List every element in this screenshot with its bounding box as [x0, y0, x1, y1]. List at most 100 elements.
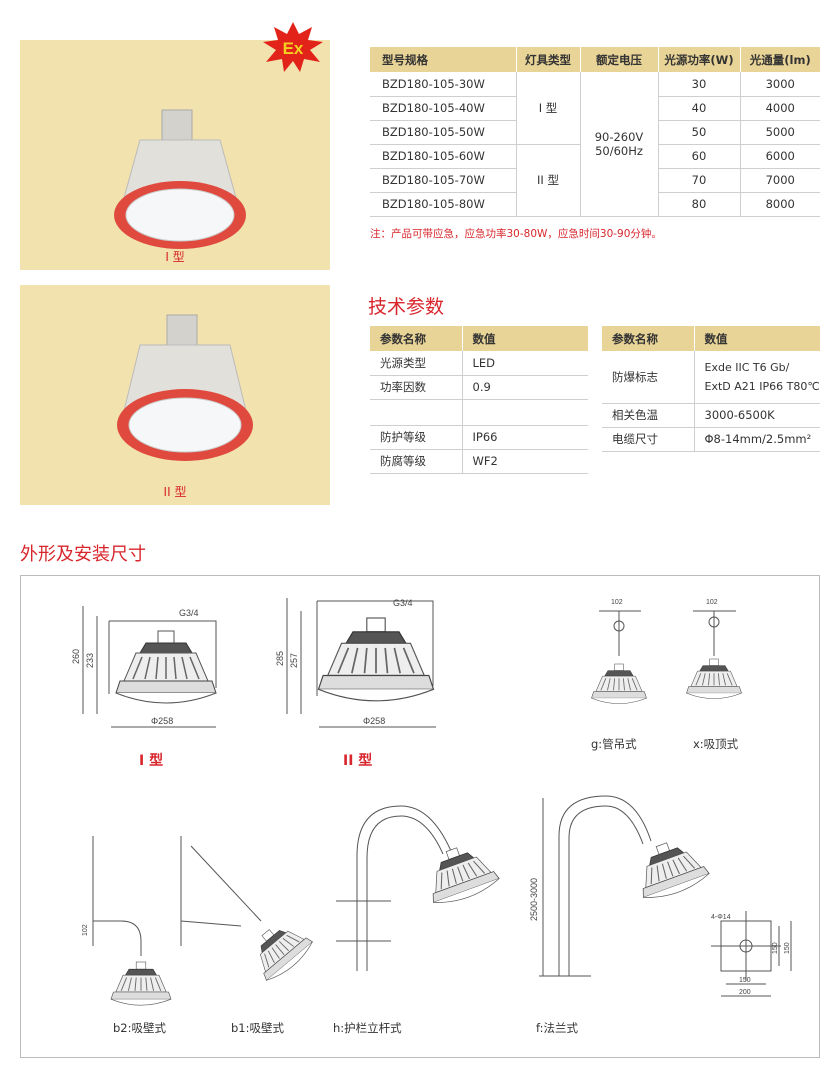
- flux-cell: 5000: [740, 120, 820, 145]
- g-x-drawings: [591, 610, 742, 705]
- power-cell: 60: [658, 144, 741, 169]
- type1-label: I 型: [139, 753, 164, 769]
- b2-label: b2:吸壁式: [113, 1021, 166, 1035]
- col-header: 灯具类型: [516, 47, 581, 72]
- model-cell: BZD180-105-60W: [370, 144, 517, 169]
- col-header: 额定电压: [580, 47, 659, 72]
- power-cell: 80: [658, 192, 741, 217]
- lamp-photo-icon: [117, 314, 253, 461]
- power-cell: 70: [658, 168, 741, 193]
- tech-title: 技术参数: [368, 296, 445, 318]
- dims-title: 外形及安装尺寸: [20, 544, 146, 565]
- dim-text: 233: [85, 653, 95, 668]
- flux-cell: 3000: [740, 72, 820, 97]
- dim-text: 150: [772, 942, 779, 954]
- spec-table: 型号规格 灯具类型 额定电压 光源功率(W) 光通量(lm) BZD180-10…: [370, 47, 820, 217]
- type1-drawing: [82, 606, 217, 728]
- spec-note: 注：产品可带应急，应急功率30-80W，应急时间30-90分钟。: [370, 228, 662, 240]
- flux-cell: 7000: [740, 168, 820, 193]
- dim-text: Φ258: [151, 716, 173, 726]
- dim-text: 4-Φ14: [711, 914, 731, 921]
- col-header: 光源功率(W): [658, 47, 741, 72]
- wall-mount-drawings: [92, 795, 792, 1006]
- param-value: Φ8-14mm/2.5mm²: [694, 427, 820, 452]
- param-name: [370, 399, 463, 426]
- dimension-drawings: 260 233 G3/4 Φ258 285 257 G3/4 Φ258 102 …: [71, 598, 792, 1006]
- dim-text: 102: [611, 599, 623, 606]
- param-name: 电缆尺寸: [602, 427, 695, 452]
- h-label: h:护栏立杆式: [333, 1021, 402, 1035]
- dim-text: Φ258: [363, 716, 385, 726]
- f-label: f:法兰式: [536, 1021, 579, 1035]
- ex-mark-line1: Exde IIC T6 Gb/: [704, 360, 790, 374]
- dim-text: 150: [739, 977, 751, 984]
- dim-text: 2500-3000: [529, 878, 539, 921]
- col-header: 数值: [462, 326, 588, 351]
- flux-cell: 6000: [740, 144, 820, 169]
- type2-drawing: [286, 598, 436, 728]
- dim-text: G3/4: [179, 608, 199, 618]
- power-cell: 50: [658, 120, 741, 145]
- col-header: 型号规格: [370, 47, 517, 72]
- dim-text: 285: [275, 651, 285, 666]
- x-label: x:吸顶式: [693, 737, 739, 751]
- ex-badge: Ex: [263, 22, 323, 72]
- param-value: 0.9: [462, 375, 588, 400]
- param-value: IP66: [462, 425, 588, 450]
- svg-text:Ex: Ex: [283, 39, 304, 58]
- model-cell: BZD180-105-30W: [370, 72, 517, 97]
- model-cell: BZD180-105-40W: [370, 96, 517, 121]
- ex-mark-line2: ExtD A21 IP66 T80℃: [704, 379, 820, 393]
- table-row: [370, 399, 588, 426]
- col-header: 参数名称: [370, 326, 463, 351]
- dim-text: 150: [784, 942, 791, 954]
- type-cell: II 型: [516, 144, 581, 217]
- dim-text: 102: [706, 599, 718, 606]
- dimension-drawings-panel: 260 233 G3/4 Φ258 285 257 G3/4 Φ258 102 …: [20, 575, 820, 1058]
- product-photo-type1: I 型: [20, 40, 330, 270]
- param-value: 3000-6500K: [694, 403, 820, 428]
- power-cell: 40: [658, 96, 741, 121]
- type2-label: II 型: [343, 753, 373, 769]
- param-name: 相关色温: [602, 403, 695, 428]
- param-name: 防护等级: [370, 425, 463, 450]
- frequency-text: 50/60Hz: [595, 143, 643, 158]
- lamp-photo-icon: [114, 109, 246, 249]
- param-name: 防爆标志: [602, 351, 695, 404]
- voltage-text: 90-260V: [594, 129, 644, 144]
- power-cell: 30: [658, 72, 741, 97]
- model-cell: BZD180-105-80W: [370, 192, 517, 217]
- col-header: 参数名称: [602, 326, 695, 351]
- param-value: Exde IIC T6 Gb/ExtD A21 IP66 T80℃: [694, 351, 820, 404]
- dim-text: 257: [289, 653, 299, 668]
- dim-text: 260: [71, 649, 81, 664]
- param-name: 光源类型: [370, 351, 463, 376]
- col-header: 光通量(lm): [740, 47, 820, 72]
- b1-label: b1:吸壁式: [231, 1021, 284, 1035]
- dim-text: G3/4: [393, 598, 413, 608]
- photo-caption: II 型: [163, 485, 187, 499]
- param-value: [462, 399, 588, 426]
- photo-caption: I 型: [165, 250, 185, 264]
- param-name: 功率因数: [370, 375, 463, 400]
- model-cell: BZD180-105-50W: [370, 120, 517, 145]
- col-header: 数值: [694, 326, 820, 351]
- flux-cell: 8000: [740, 192, 820, 217]
- dim-text: 102: [82, 924, 89, 936]
- param-value: LED: [462, 351, 588, 376]
